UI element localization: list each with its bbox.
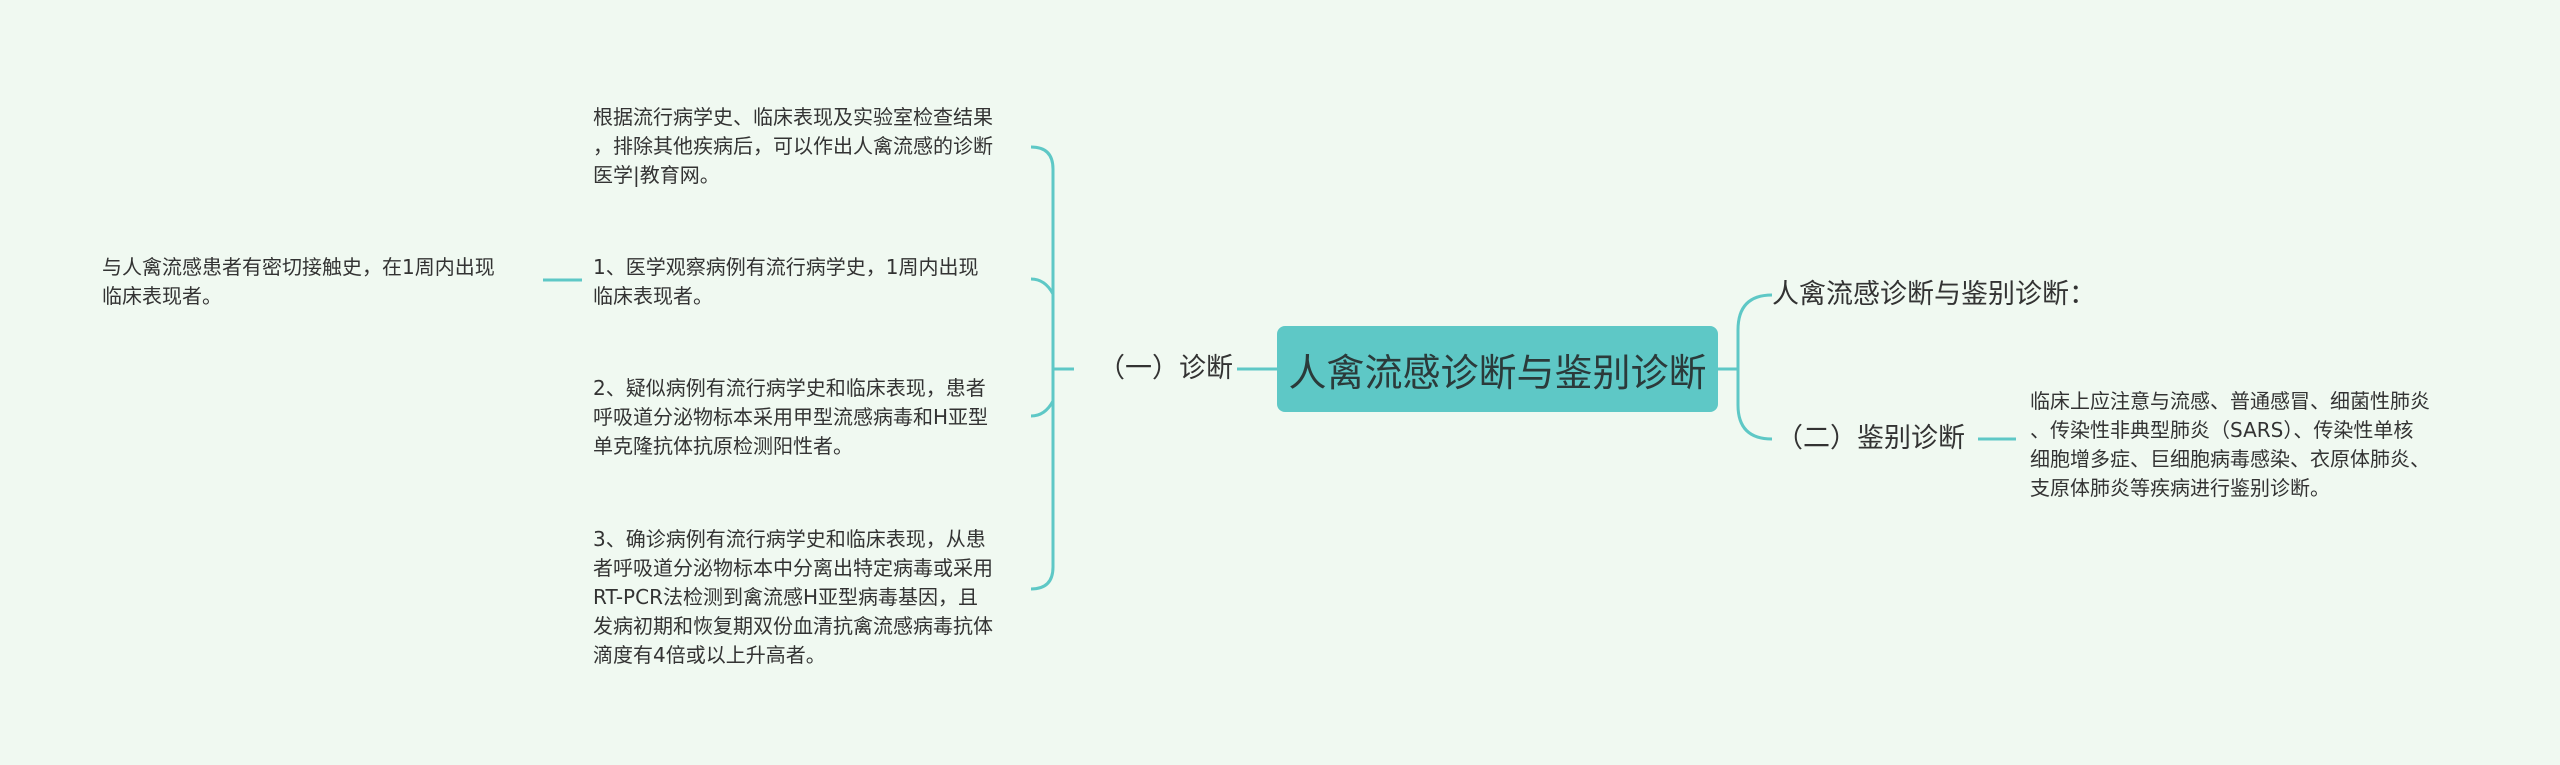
differential-detail-node[interactable]: 临床上应注意与流感、普通感冒、细菌性肺炎 、传染性非典型肺炎（SARS）、传染性… <box>2030 389 2430 500</box>
connector-diagnosis-bracket <box>1030 145 1055 591</box>
diagnosis-item-general[interactable]: 根据流行病学史、临床表现及实验室检查结果 ，排除其他疾病后，可以作出人禽流感的诊… <box>593 105 993 187</box>
diagnosis-node[interactable]: （一）诊断 <box>1098 353 1233 384</box>
observed-sub-detail-node[interactable]: 与人禽流感患者有密切接触史，在1周内出现 临床表现者。 <box>102 255 495 308</box>
root-node[interactable]: 人禽流感诊断与鉴别诊断 <box>1277 326 1718 412</box>
diagnosis-item-observed[interactable]: 1、医学观察病例有流行病学史，1周内出现 临床表现者。 <box>593 255 979 308</box>
connector-diagnosis-item2 <box>1030 277 1055 295</box>
diagnosis-item-suspected[interactable]: 2、疑似病例有流行病学史和临床表现，患者 呼吸道分泌物标本采用甲型流感病毒和H亚… <box>593 376 989 458</box>
differential-diagnosis-node[interactable]: （二）鉴别诊断 <box>1776 423 1965 454</box>
connector-right-bracket <box>1736 293 1773 441</box>
connector-diagnosis-item3 <box>1030 400 1055 418</box>
right-title-node[interactable]: 人禽流感诊断与鉴别诊断： <box>1772 279 2096 310</box>
diagnosis-item-confirmed[interactable]: 3、确诊病例有流行病学史和临床表现，从患 者呼吸道分泌物标本中分离出特定病毒或采… <box>593 527 993 667</box>
